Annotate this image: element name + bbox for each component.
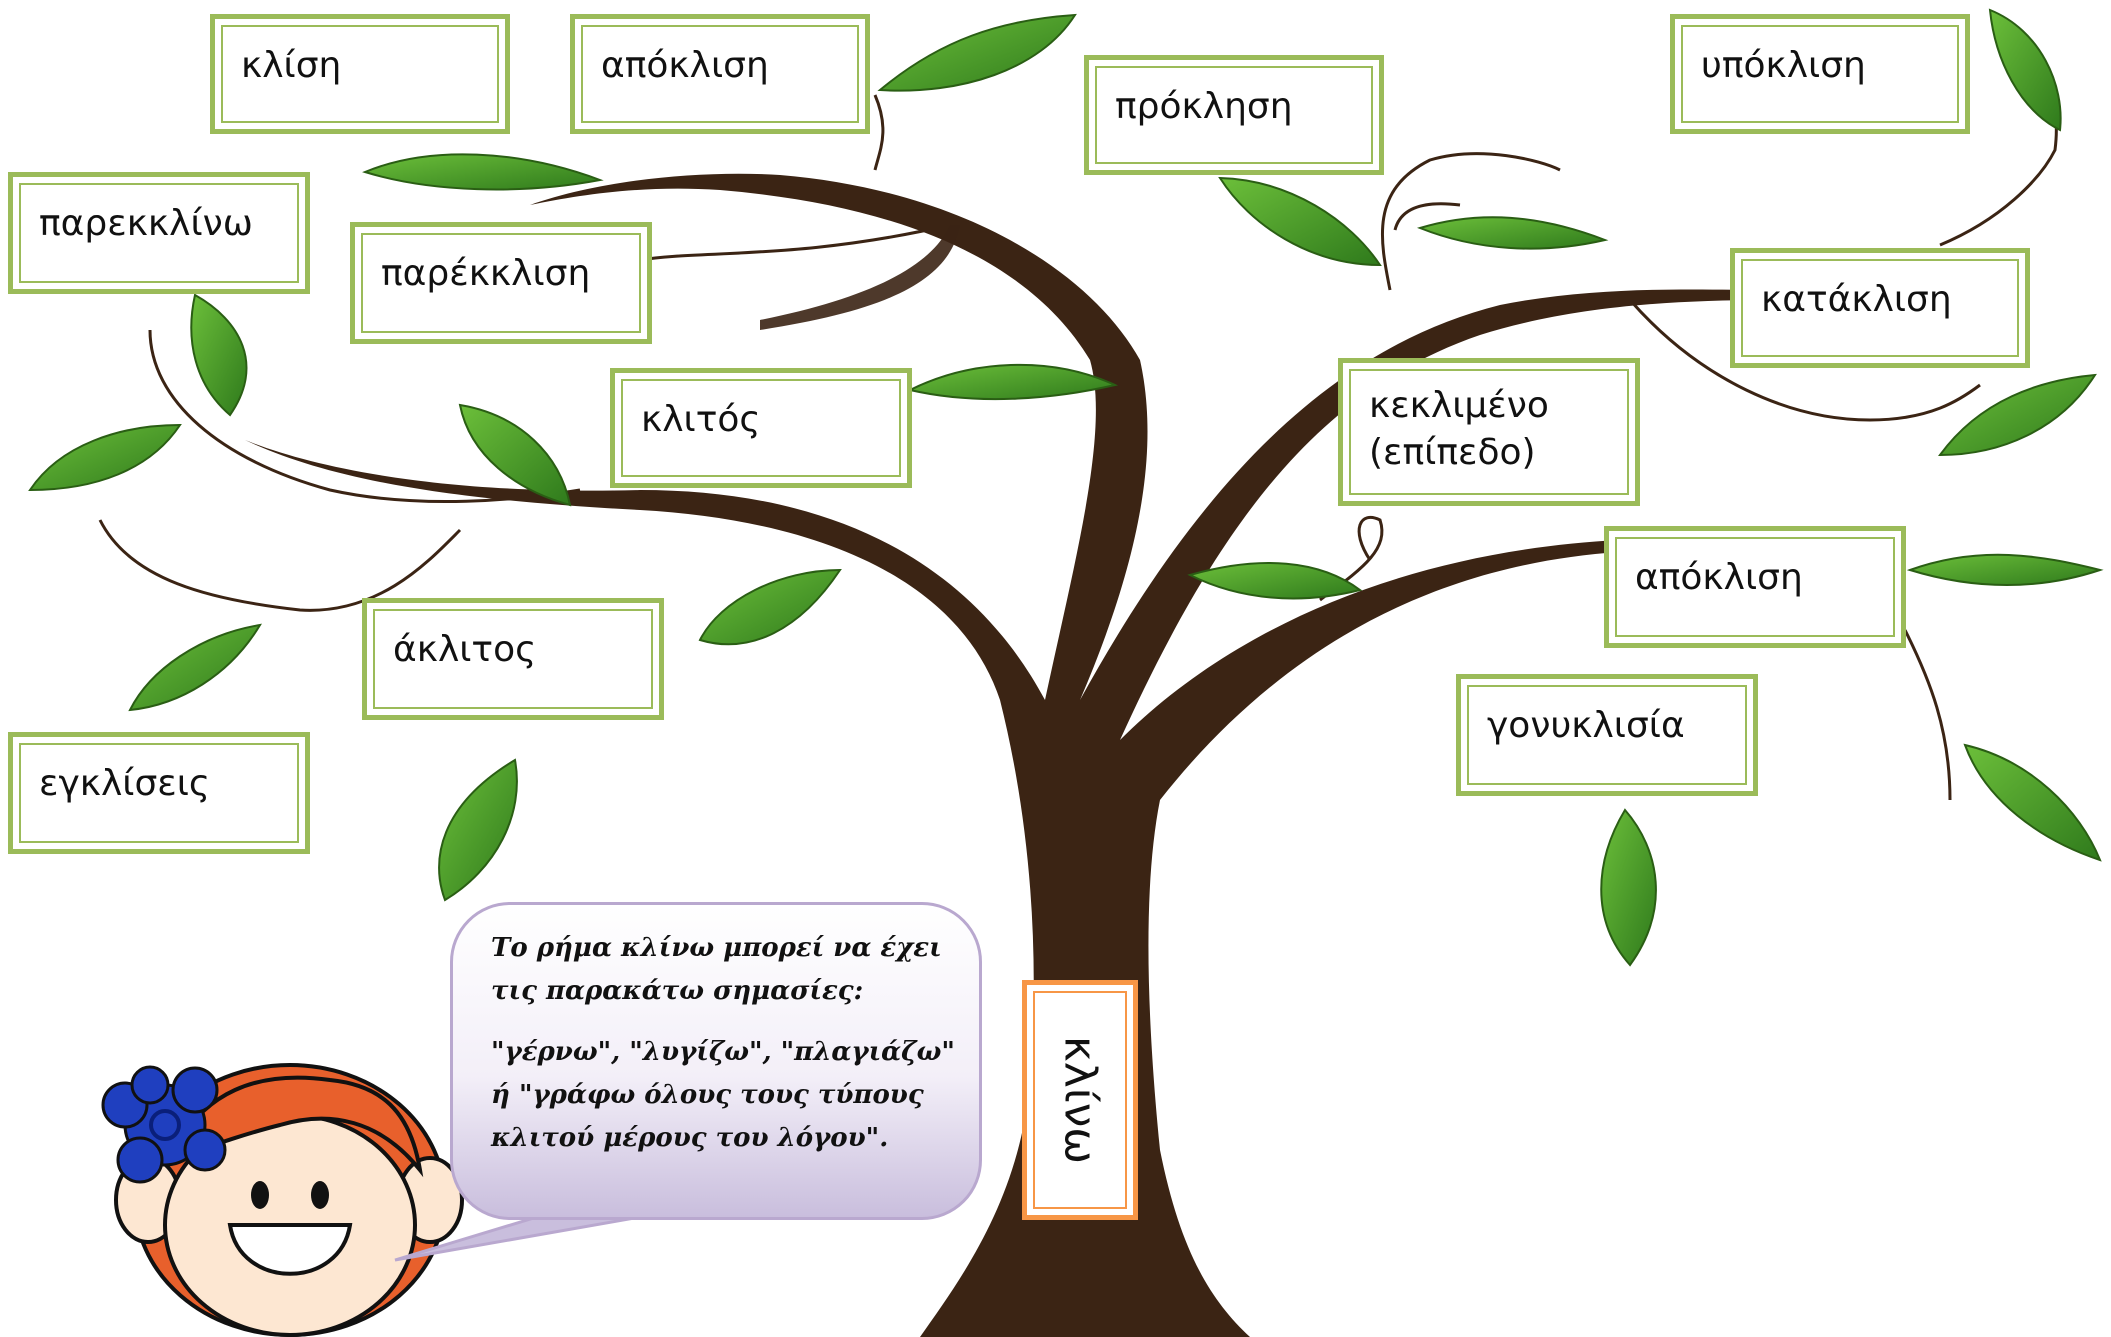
word-aklitos: άκλιτος xyxy=(393,629,537,670)
word-ypoklisi: υπόκλιση xyxy=(1701,45,1866,86)
speech-bubble-line-1: Το ρήμα κλίνω μπορεί να έχει τις παρακάτ… xyxy=(491,933,942,1006)
tree-trunk xyxy=(245,173,1770,1337)
root-word-box: κλίνω xyxy=(1022,980,1138,1220)
speech-bubble-line-2: "γέρνω", "λυγίζω", "πλαγιάζω" ή "γράφω ό… xyxy=(491,1037,955,1153)
leaf-icon xyxy=(28,423,182,492)
word-box-klisi: κλίση xyxy=(210,14,510,134)
word-egkliseis: εγκλίσεις xyxy=(39,763,211,804)
word-kataklisi: κατάκλιση xyxy=(1761,279,1952,320)
word-klisi: κλίση xyxy=(241,45,342,86)
word-apoklisi-2: απόκλιση xyxy=(1635,557,1803,598)
leaf-icon xyxy=(1906,553,2104,586)
leaf-icon xyxy=(1416,216,1609,250)
leaf-icon xyxy=(1600,808,1657,967)
leaf-icon xyxy=(907,363,1119,401)
root-word: κλίνω xyxy=(1054,1035,1106,1165)
word-box-apoklisi: απόκλιση xyxy=(570,14,870,134)
flower-icon xyxy=(101,1065,227,1184)
word-box-kataklisi: κατάκλιση xyxy=(1730,248,2030,368)
leaf-icon xyxy=(190,293,248,417)
word-box-keklimeno: κεκλιμένο (επίπεδο) xyxy=(1338,358,1640,506)
word-box-parekklisi: παρέκκλιση xyxy=(350,222,652,344)
leaf-icon xyxy=(458,403,572,507)
word-proklisi: πρόκληση xyxy=(1115,86,1293,127)
leaf-icon xyxy=(1988,8,2062,132)
leaf-icon xyxy=(128,623,262,712)
speech-bubble-text: Το ρήμα κλίνω μπορεί να έχει τις παρακάτ… xyxy=(491,927,961,1178)
girl-character-icon xyxy=(101,1063,464,1337)
word-box-ypoklisi: υπόκλιση xyxy=(1670,14,1970,134)
leaf-icon xyxy=(1938,373,2097,457)
word-box-klitos: κλιτός xyxy=(610,368,912,488)
word-box-aklitos: άκλιτος xyxy=(362,598,664,720)
word-box-proklisi: πρόκληση xyxy=(1084,55,1384,175)
word-klitos: κλιτός xyxy=(641,399,761,440)
word-box-parekklino: παρεκκλίνω xyxy=(8,172,310,294)
word-box-gonyklisia: γονυκλισία xyxy=(1456,674,1758,796)
leaf-icon xyxy=(1187,562,1363,600)
word-parekklisi: παρέκκλιση xyxy=(381,253,591,294)
word-box-egkliseis: εγκλίσεις xyxy=(8,732,310,854)
word-parekklino: παρεκκλίνω xyxy=(39,203,253,244)
word-apoklisi: απόκλιση xyxy=(601,45,769,86)
word-gonyklisia: γονυκλισία xyxy=(1487,705,1685,746)
word-keklimeno: κεκλιμένο (επίπεδο) xyxy=(1369,385,1549,473)
leaf-icon xyxy=(698,568,842,646)
leaves xyxy=(28,8,2104,967)
speech-bubble: Το ρήμα κλίνω μπορεί να έχει τις παρακάτ… xyxy=(450,902,982,1220)
leaf-icon xyxy=(877,13,1077,92)
leaf-icon xyxy=(1218,176,1382,267)
leaf-icon xyxy=(1963,743,2102,862)
leaf-icon xyxy=(362,153,604,191)
word-box-apoklisi-2: απόκλιση xyxy=(1604,526,1906,648)
leaf-icon xyxy=(438,758,518,902)
